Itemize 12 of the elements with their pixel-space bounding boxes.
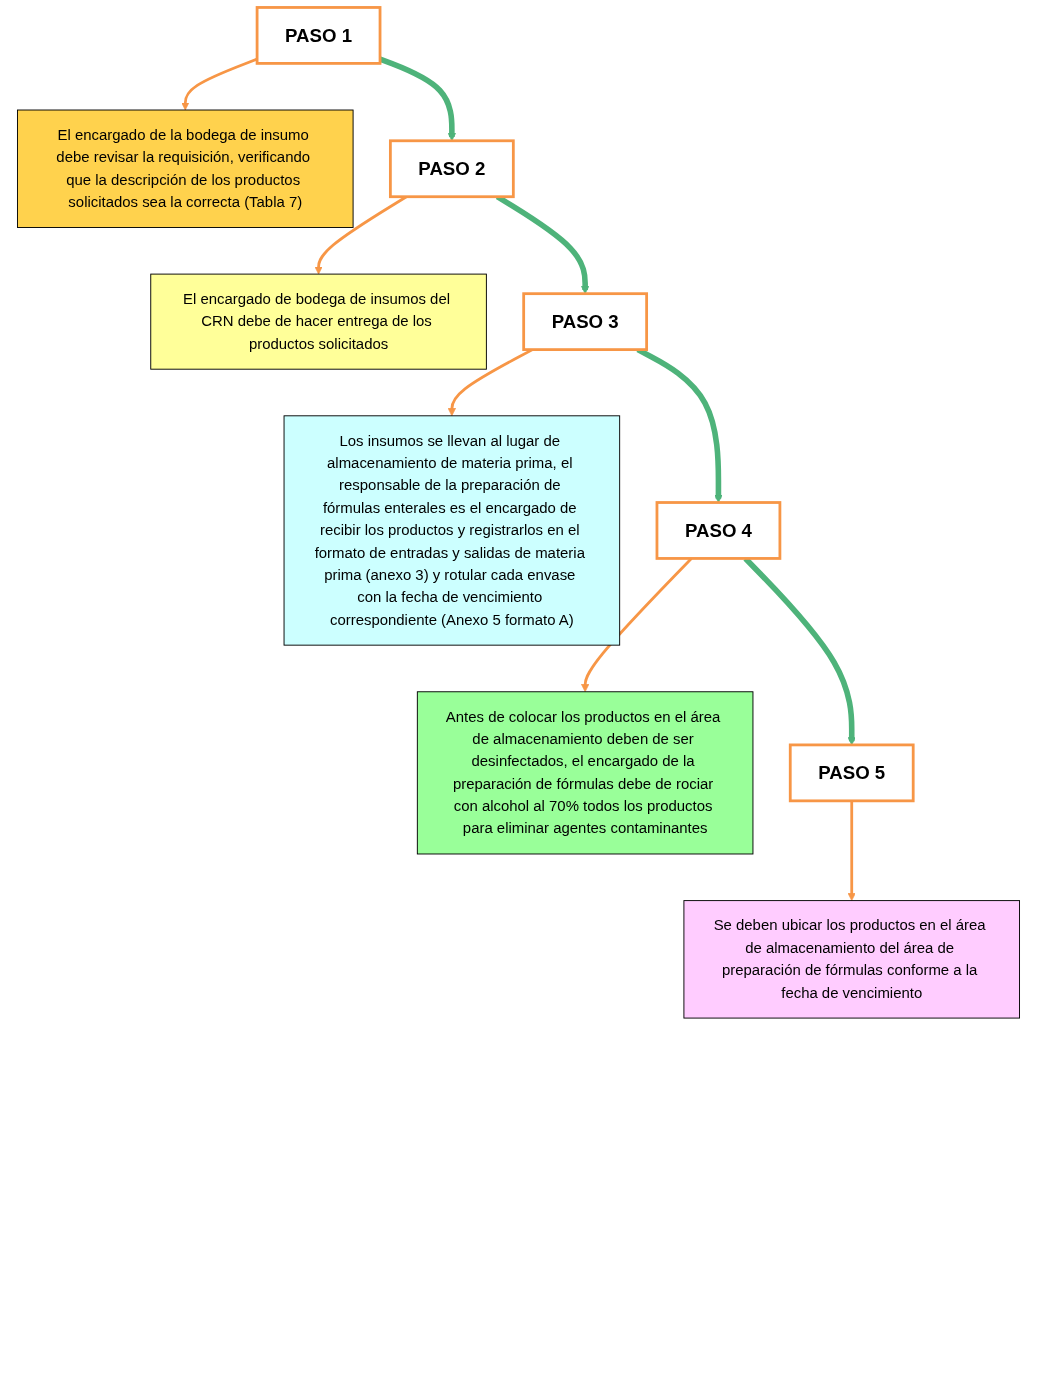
node-box: Antes de colocar los productos en el área de almacenamiento deben de ser desinfectados, el encargado de la preparación de fórmulas debe de rociar con alcohol al 70% todos los productos para eliminar agentes contaminantes <box>416 691 754 855</box>
node-box: PASO 2 <box>389 139 515 199</box>
node-box: El encargado de bodega de insumos del CRN debe de hacer entrega de los productos solicitados <box>150 273 487 370</box>
arrow <box>847 800 856 901</box>
node-box: PASO 4 <box>655 501 782 560</box>
arrow <box>181 57 258 111</box>
node-box: Los insumos se llevan al lugar de almacenamiento de materia prima, el responsable de la preparación de fórmulas enterales es el encargado de recibir los productos y registrarlos en el formato de entradas y salidas de materia prima (anexo 3) y rotular cada envase con la fecha de vencimiento correspondiente (Anexo 5 formato A) <box>283 415 621 646</box>
node-box: El encargado de la bodega de insumo debe revisar la requisición, verificando que la descripción de los productos solicitados sea la correcta (Tabla 7) <box>17 109 354 228</box>
node-box: PASO 5 <box>788 743 915 803</box>
node-box: Se deben ubicar los productos en el área de almacenamiento del área de preparación de fórmulas conforme a la fecha de vencimiento <box>683 900 1020 1019</box>
node-box: PASO 3 <box>522 292 648 351</box>
node-box: PASO 1 <box>255 6 382 65</box>
